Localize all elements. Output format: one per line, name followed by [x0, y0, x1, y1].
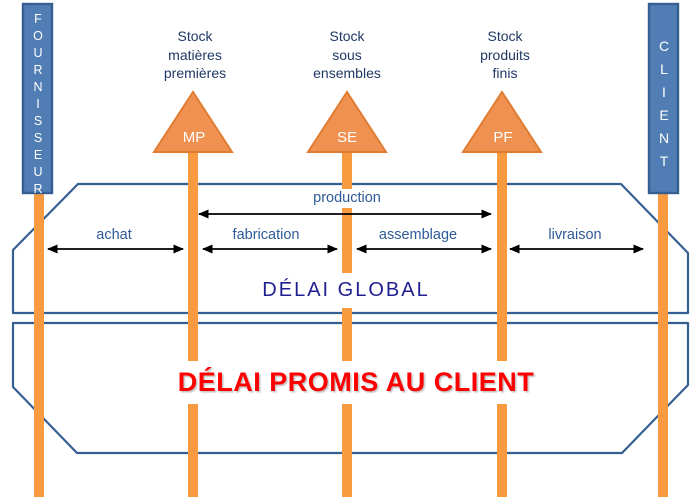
client-flow-bar [658, 192, 668, 497]
fabrication-label: fabrication [232, 227, 300, 243]
pf-tag: PF [493, 129, 513, 146]
mp-tag: MP [182, 129, 206, 146]
pf-flow-bar [497, 150, 507, 497]
supplier-label: FOURNISSEUR [31, 12, 45, 199]
mp-stock-title-line2: matières [168, 46, 222, 63]
pf-stock-title-line3: finis [492, 65, 518, 81]
pf-stock-title: Stock produits finis [480, 27, 530, 83]
pf-stock-title-line1: Stock [487, 28, 523, 44]
assemblage-label: assemblage [378, 227, 458, 243]
livraison-label: livraison [548, 227, 602, 243]
mp-stock-title: Stock matières premières [164, 27, 226, 83]
delai-global-banner: DÉLAI GLOBAL [252, 273, 440, 308]
achat-label: achat [96, 227, 132, 243]
production-label: production [308, 189, 386, 208]
mp-stock-title-line3: premières [163, 65, 227, 81]
customer-label: CLIENT [656, 38, 672, 176]
delai-promis-banner: DÉLAI PROMIS AU CLIENT [165, 361, 547, 404]
mp-stock-triangle-icon [152, 90, 234, 153]
customer-bar [647, 2, 680, 195]
mp-stock-title-line1: Stock [177, 28, 213, 44]
se-stock-title: Stock sous ensembles [313, 27, 381, 83]
se-stock-title-line3: ensembles [313, 65, 381, 81]
se-stock-triangle-icon [306, 90, 388, 153]
supplier-flow-bar [34, 192, 44, 497]
se-stock-title-line1: Stock [329, 28, 365, 44]
se-flow-bar [342, 152, 352, 497]
supplier-bar [21, 2, 54, 195]
mp-flow-bar [188, 150, 198, 497]
pf-stock-triangle-icon [461, 90, 543, 153]
se-stock-title-line2: sous [332, 46, 362, 63]
delai-global-outline [11, 182, 690, 315]
delai-promis-outline [11, 321, 690, 455]
pf-stock-title-line2: produits [480, 46, 530, 63]
se-tag: SE [336, 129, 358, 146]
